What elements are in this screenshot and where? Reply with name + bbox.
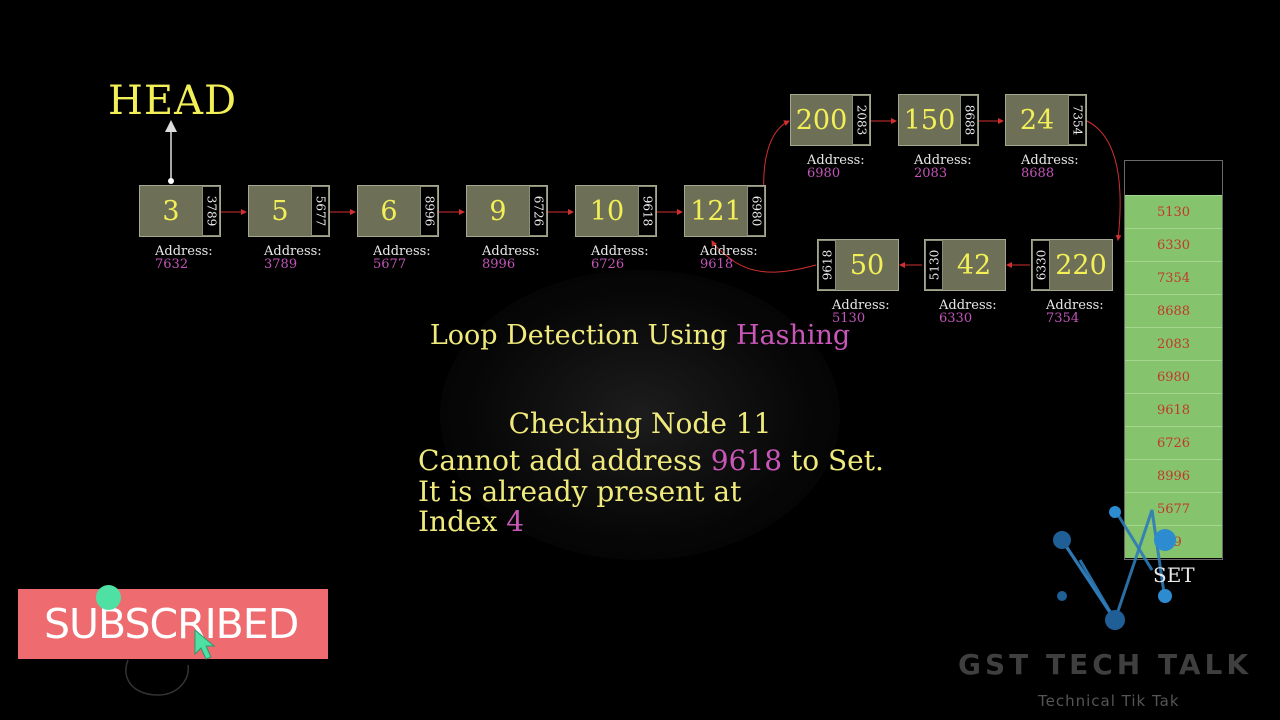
subscribed-label: SUBSCRIBED <box>44 600 299 648</box>
set-entry: 5677 <box>1125 492 1222 525</box>
node-address: Address:6726 <box>591 244 649 272</box>
list-node: 24 7354 <box>1005 94 1087 146</box>
list-node: 150 8688 <box>898 94 979 146</box>
checking-status: Checking Node 11 <box>508 407 772 440</box>
slide-title: Loop Detection Using Hashing <box>429 320 851 351</box>
node-next-pointer: 8996 <box>420 186 438 236</box>
node-address: Address:5130 <box>832 298 890 326</box>
head-pointer-dot <box>168 178 174 184</box>
link-arrow <box>763 120 790 206</box>
node-value: 150 <box>903 104 956 136</box>
list-node: 3 3789 <box>139 185 221 237</box>
list-node: 5130 42 <box>924 239 1006 291</box>
node-value: 10 <box>589 195 625 227</box>
set-entry: 6330 <box>1125 228 1222 261</box>
node-value: 121 <box>690 195 742 227</box>
subscribed-button[interactable]: SUBSCRIBED <box>18 589 328 659</box>
node-next-pointer: 5677 <box>311 186 329 236</box>
node-next-pointer: 7354 <box>1068 95 1086 145</box>
node-next-pointer: 9618 <box>818 240 836 290</box>
hash-set-empty-slot <box>1125 161 1222 195</box>
set-entry: 9618 <box>1125 393 1222 426</box>
node-address: Address:9618 <box>700 244 758 272</box>
message-line-1: Cannot add address 9618 to Set. <box>418 444 884 477</box>
node-address: Address:8688 <box>1021 153 1079 181</box>
node-address: Address:3789 <box>264 244 322 272</box>
node-next-pointer: 9618 <box>638 186 656 236</box>
node-value: 3 <box>162 195 180 227</box>
set-entry: 8996 <box>1125 459 1222 492</box>
node-next-pointer: 5130 <box>925 240 943 290</box>
set-entry: 6726 <box>1125 426 1222 459</box>
node-address: Address:2083 <box>914 153 972 181</box>
list-node: 6 8996 <box>357 185 439 237</box>
node-value: 6 <box>380 195 398 227</box>
node-next-pointer: 6980 <box>747 186 765 236</box>
message-line-3: Index 4 <box>418 505 525 538</box>
node-next-pointer: 3789 <box>202 186 220 236</box>
list-node: 9 6726 <box>466 185 548 237</box>
set-entry: 5130 <box>1125 195 1222 228</box>
list-node: 6330 220 <box>1031 239 1113 291</box>
click-indicator-dot <box>96 585 121 610</box>
list-node: 5 5677 <box>248 185 330 237</box>
set-entry: 7354 <box>1125 261 1222 294</box>
node-next-pointer: 6330 <box>1032 240 1050 290</box>
background-portrait <box>440 270 840 560</box>
node-value: 5 <box>271 195 289 227</box>
node-value: 24 <box>1019 104 1055 136</box>
list-node: 200 2083 <box>790 94 871 146</box>
list-node: 10 9618 <box>575 185 657 237</box>
node-next-pointer: 6726 <box>529 186 547 236</box>
node-address: Address:8996 <box>482 244 540 272</box>
brand-name: GST TECH TALK <box>958 648 1253 681</box>
node-value: 42 <box>956 249 992 281</box>
node-address: Address:5677 <box>373 244 431 272</box>
node-value: 200 <box>795 104 848 136</box>
node-next-pointer: 8688 <box>960 95 978 145</box>
node-value: 220 <box>1055 249 1107 281</box>
brand-logo-icon <box>1053 506 1176 630</box>
node-address: Address:7632 <box>155 244 213 272</box>
node-address: Address:6980 <box>807 153 865 181</box>
node-value: 9 <box>489 195 507 227</box>
link-arrow <box>1086 120 1122 241</box>
list-node: 9618 50 <box>817 239 899 291</box>
mouse-cursor-icon <box>194 628 216 660</box>
node-value: 50 <box>849 249 885 281</box>
set-entry: 6980 <box>1125 360 1222 393</box>
loop-back-arrow <box>711 240 817 273</box>
brand-tagline: Technical Tik Tak <box>1038 692 1180 710</box>
message-line-2: It is already present at <box>418 475 742 508</box>
hash-set: 5130 6330 7354 8688 2083 6980 9618 6726 … <box>1124 160 1223 560</box>
set-entry: 8688 <box>1125 294 1222 327</box>
list-node: 121 6980 <box>684 185 766 237</box>
set-entry: 2083 <box>1125 327 1222 360</box>
node-address: Address:7354 <box>1046 298 1104 326</box>
node-address: Address:6330 <box>939 298 997 326</box>
click-ring <box>125 659 189 696</box>
set-label: SET <box>1153 563 1195 587</box>
node-next-pointer: 2083 <box>852 95 870 145</box>
head-label: HEAD <box>108 78 238 124</box>
